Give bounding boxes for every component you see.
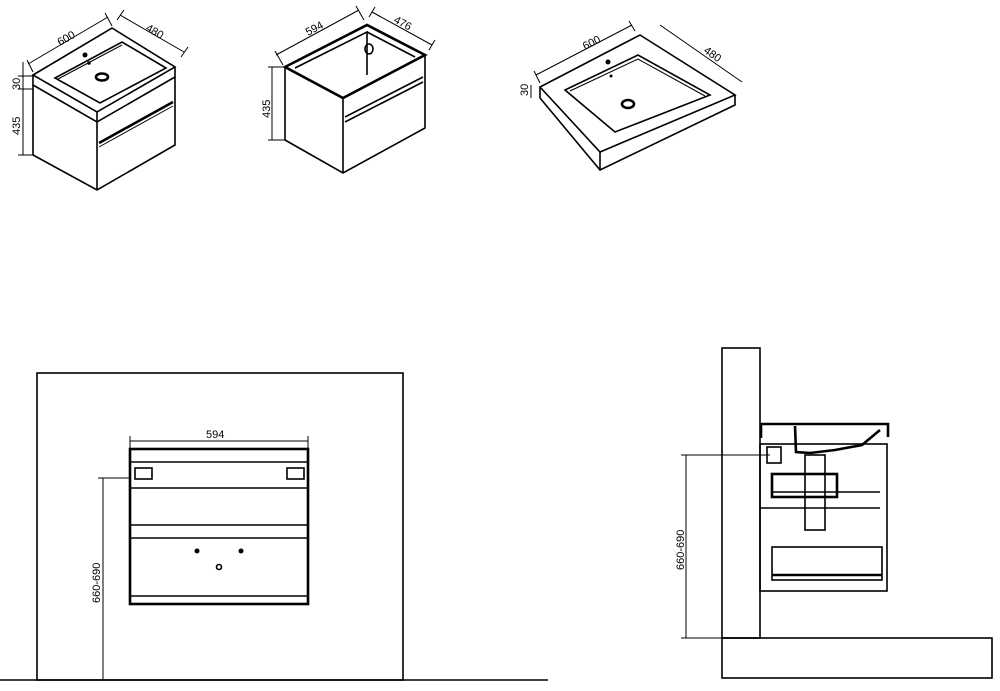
wall-outline — [36, 372, 404, 681]
dim-top-thickness-label: 30 — [11, 78, 23, 90]
dim-width-label: 594 — [206, 429, 224, 441]
dim-width-label: 600 — [581, 34, 603, 53]
iso-basin: 600 480 30 — [519, 20, 743, 171]
dim-mount-height-label: 660-690 — [91, 563, 103, 603]
cabinet-front — [128, 447, 310, 606]
front-view: 594 660-690 — [0, 372, 548, 681]
dim-width-label: 600 — [56, 29, 78, 49]
dim-height-label: 435 — [11, 117, 23, 135]
dim-depth-label: 476 — [392, 14, 414, 33]
drain-icon — [94, 72, 110, 82]
iso-cabinet-with-basin: 600 480 30 435 — [11, 9, 189, 191]
drain-icon — [620, 98, 636, 110]
iso-cabinet-only: 594 476 435 — [261, 5, 436, 174]
side-view: 660-690 — [675, 347, 993, 679]
floor-hatched — [721, 637, 993, 679]
dim-depth-label: 480 — [701, 45, 723, 65]
dim-mount-height-label: 660-690 — [675, 530, 687, 570]
dim-height-label: 435 — [261, 100, 273, 118]
tap-hole-icon — [82, 52, 88, 58]
wall-hatched — [721, 347, 761, 639]
dim-width-label: 594 — [304, 19, 326, 38]
dim-thickness-label: 30 — [519, 84, 531, 96]
cabinet-side — [759, 443, 888, 592]
